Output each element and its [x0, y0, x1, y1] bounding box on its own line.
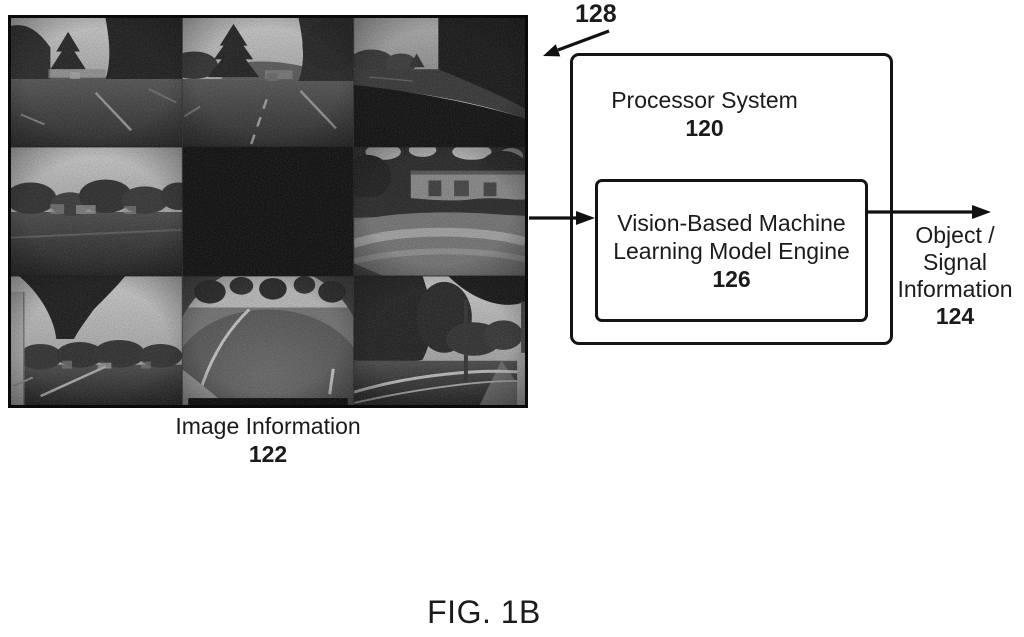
- output-label: Object / Signal Information: [897, 222, 1013, 302]
- processor-system-label: Processor System: [611, 87, 798, 113]
- image-information-label: Image Information: [175, 413, 361, 439]
- ml-engine-ref: 126: [712, 265, 751, 292]
- system-ref-label: 128: [575, 0, 617, 28]
- ml-engine-label: Vision-Based Machine Learning Model Engi…: [613, 209, 850, 264]
- output-caption: Object / Signal Information 124: [889, 222, 1021, 330]
- output-ref: 124: [935, 303, 975, 329]
- processor-system-ref: 120: [685, 115, 724, 141]
- figure-caption: FIG. 1B: [427, 594, 541, 630]
- camera-grid-image: [11, 18, 525, 405]
- image-information-caption: Image Information 122: [8, 412, 528, 468]
- camera-image-grid: [8, 15, 528, 408]
- image-information-ref: 122: [248, 441, 288, 467]
- grain-light-overlay: [11, 18, 525, 405]
- ml-engine-box: Vision-Based Machine Learning Model Engi…: [595, 179, 868, 322]
